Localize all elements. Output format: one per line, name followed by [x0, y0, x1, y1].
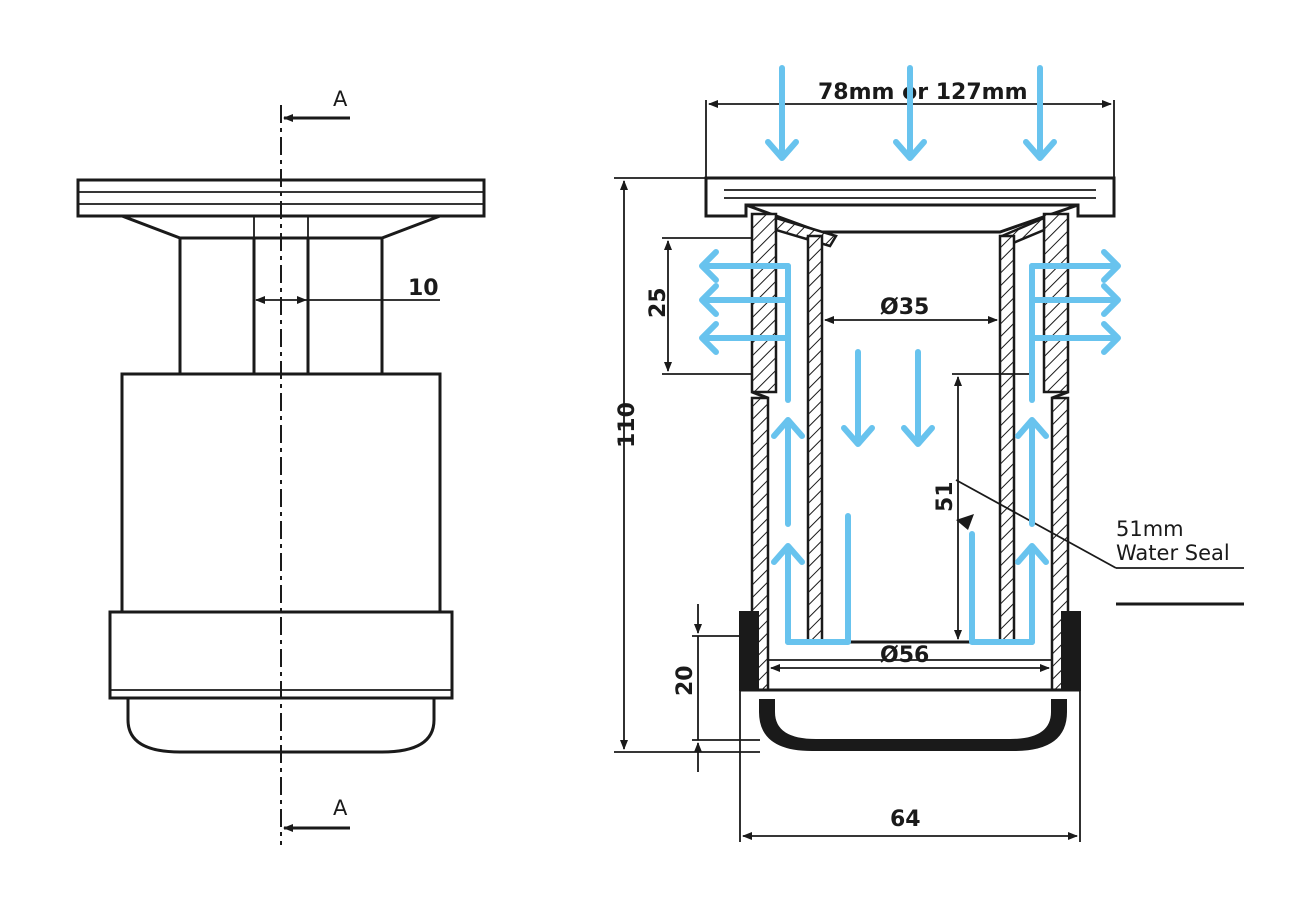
section-view: 78mm or 127mm 110 25 Ø35 51 Ø56 20 — [614, 65, 1244, 842]
dim-outer-dia: Ø56 — [880, 643, 929, 668]
section-bottom-cap — [739, 611, 759, 691]
dim-seal-depth: 51 — [933, 481, 958, 512]
dim-cap-height: 20 — [673, 665, 698, 696]
section-label-bottom: A — [333, 796, 348, 820]
flow-arrows — [699, 65, 1121, 645]
dim-stem-gap: 10 — [408, 276, 439, 301]
dim-inner-dia: Ø35 — [880, 295, 929, 320]
callout-line2: Water Seal — [1116, 541, 1230, 565]
dim-cap-width: 64 — [890, 807, 921, 832]
front-stem-right — [306, 236, 384, 376]
section-inner-tube-left — [806, 234, 824, 644]
section-inner-tube-right — [998, 234, 1016, 644]
callout-line1: 51mm — [1116, 517, 1184, 541]
front-view: A A 10 — [76, 87, 486, 845]
dim-width-top: 78mm or 127mm — [818, 80, 1028, 105]
front-stem-left — [178, 236, 256, 376]
dim-outlet-band: 25 — [646, 287, 671, 318]
section-flange — [704, 176, 1116, 218]
section-label-top: A — [333, 87, 348, 111]
dim-height-total: 110 — [615, 402, 640, 448]
